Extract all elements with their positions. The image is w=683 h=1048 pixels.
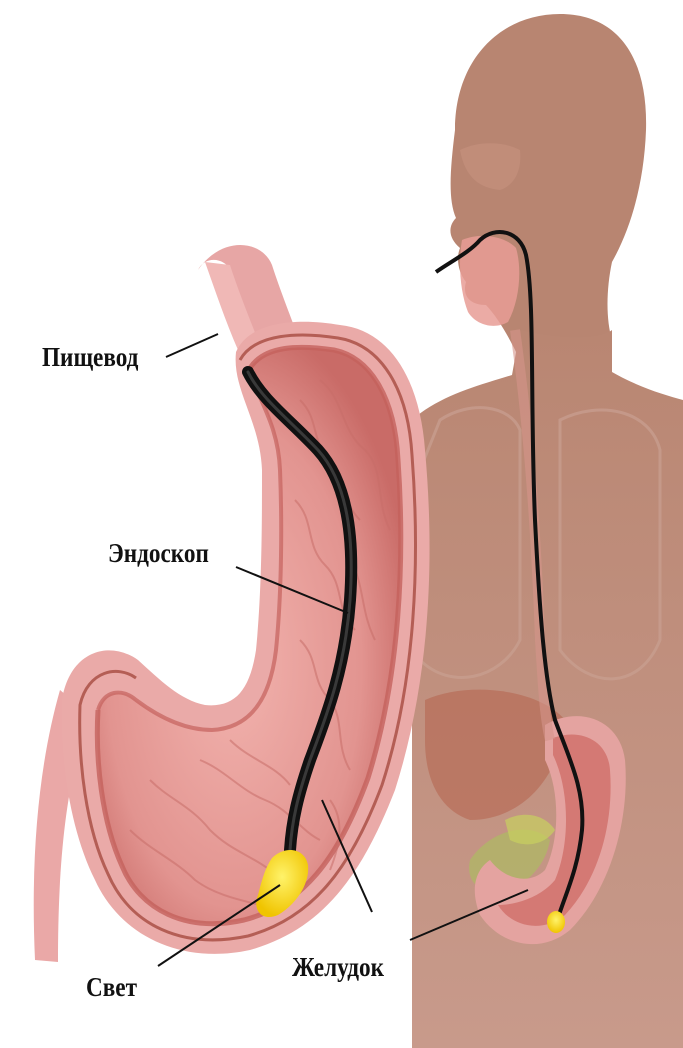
stomach-label: Желудок [292,954,384,981]
body-silhouette [412,14,683,1048]
endoscope-label: Эндоскоп [108,540,209,567]
light-label: Свет [86,974,137,1001]
esophagus-leader [166,334,218,357]
small-light [547,911,565,933]
esophagus-label: Пищевод [42,344,138,371]
